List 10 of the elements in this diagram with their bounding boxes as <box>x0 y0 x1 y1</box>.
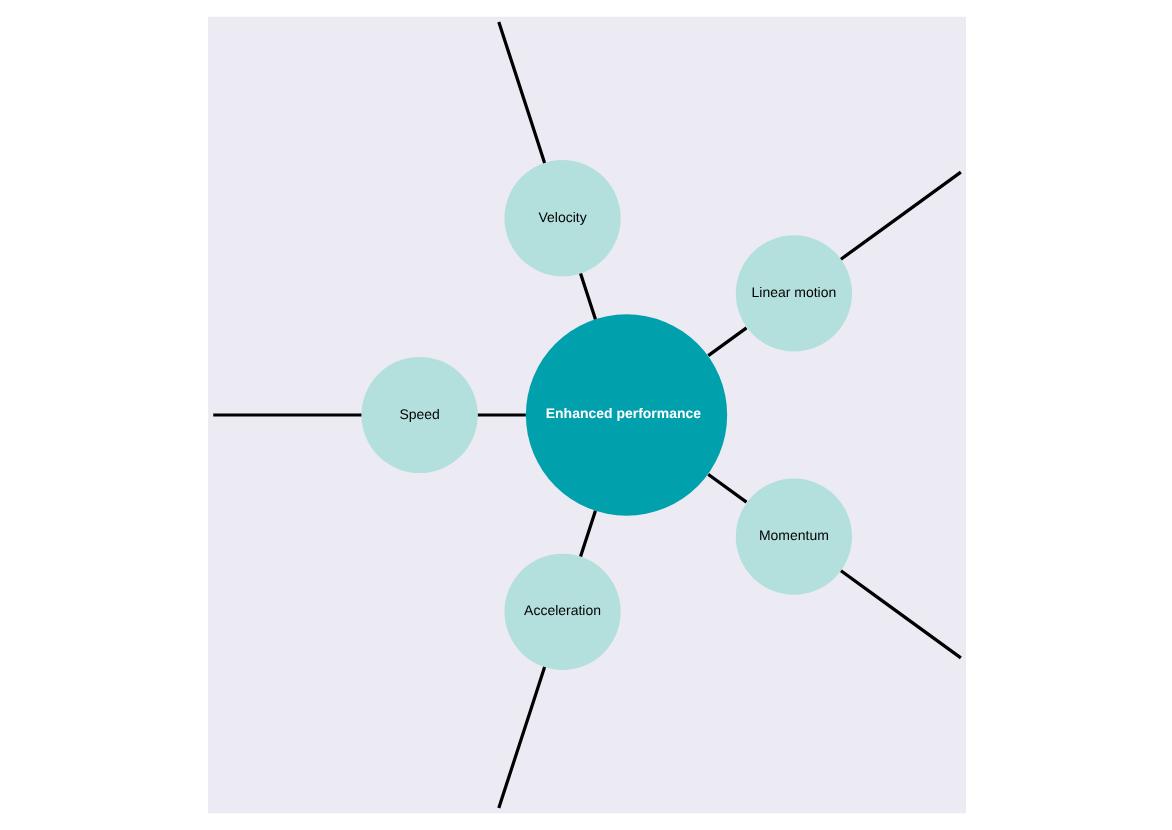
connector <box>212 413 361 417</box>
connector <box>476 413 525 417</box>
connector <box>496 21 546 164</box>
connector <box>578 510 596 557</box>
connector <box>578 273 596 320</box>
connector <box>706 473 747 504</box>
connector <box>496 666 546 809</box>
connector <box>706 326 747 357</box>
connector <box>839 569 961 660</box>
connector <box>839 170 961 261</box>
